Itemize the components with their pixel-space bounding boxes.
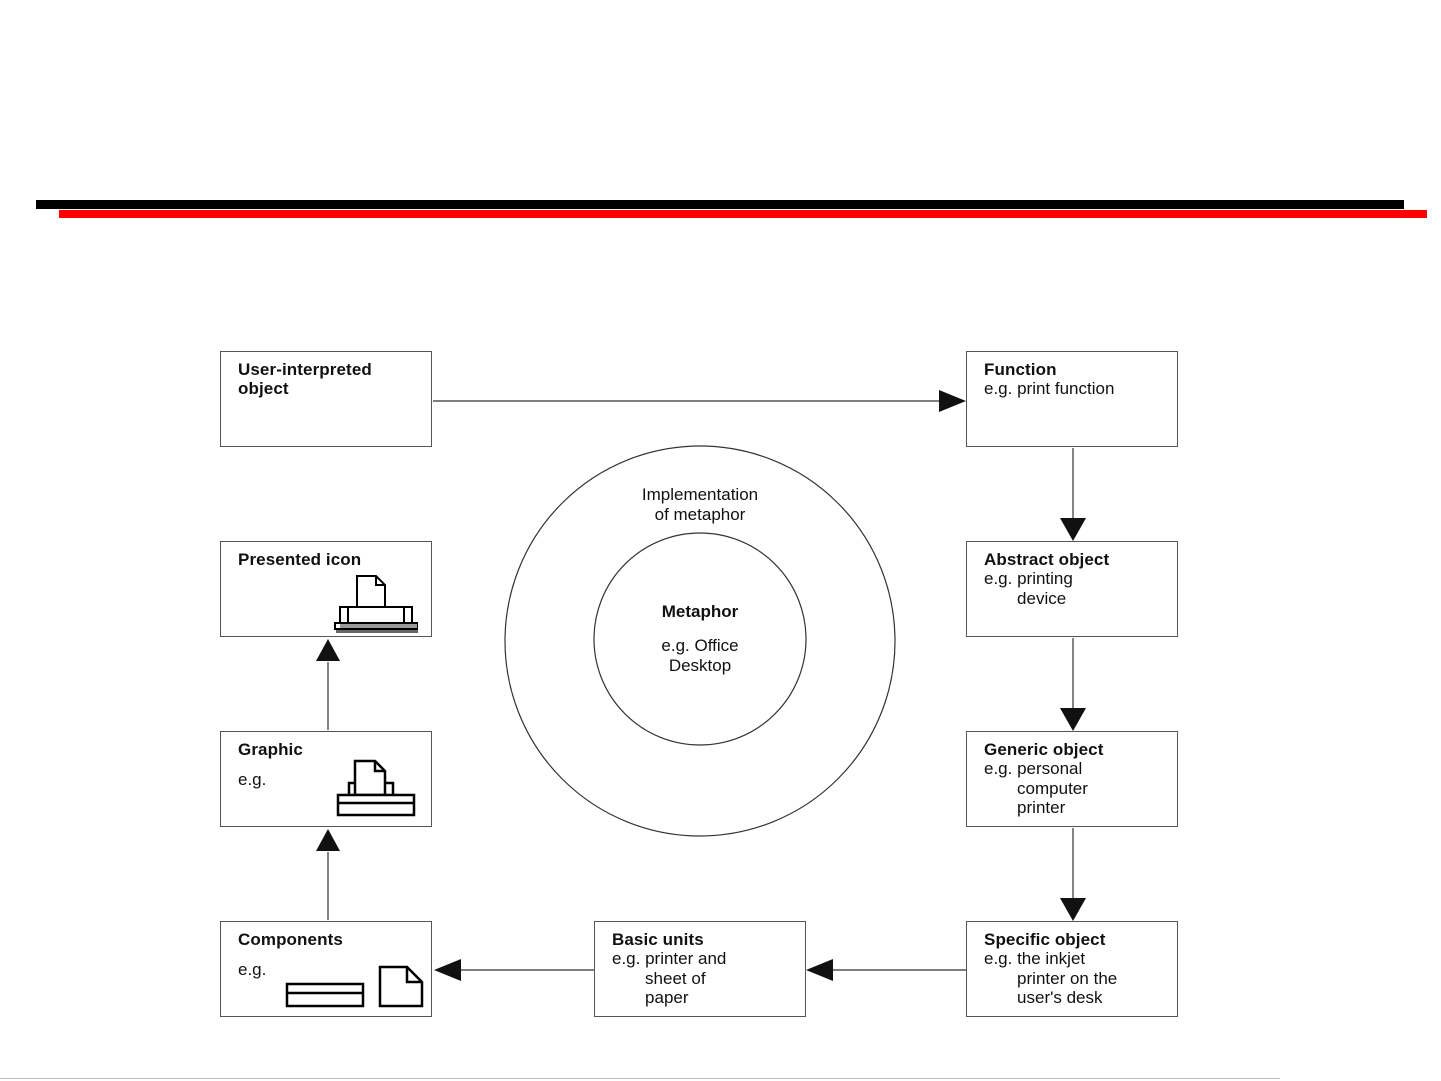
node-title: Basic units xyxy=(612,930,704,949)
metaphor-example: e.g. Office Desktop xyxy=(661,636,739,675)
arrowhead-function xyxy=(939,390,966,412)
header-rule-black xyxy=(36,200,1404,209)
arrowhead-graphic xyxy=(316,829,340,851)
outer-circle xyxy=(504,445,896,837)
outer-circle-label: Implementation of metaphor xyxy=(641,485,759,524)
header-rule-red xyxy=(59,210,1427,218)
paper-tray-icon xyxy=(285,982,365,1008)
node-title: Graphic xyxy=(238,740,303,759)
node-specific-object: Specific object e.g. the inkjet printer … xyxy=(966,921,1178,1017)
inner-circle xyxy=(593,532,807,746)
arrowhead-presented xyxy=(316,639,340,661)
node-example: e.g. xyxy=(238,770,267,789)
node-user-interpreted-object: User-interpreted object xyxy=(220,351,432,447)
arrowhead-specific xyxy=(1060,898,1086,921)
node-function: Function e.g. print function xyxy=(966,351,1178,447)
node-title: User-interpreted object xyxy=(238,360,372,398)
arrowhead-generic xyxy=(1060,708,1086,731)
arrowhead-abstract xyxy=(1060,518,1086,541)
printer-outline-icon xyxy=(336,759,416,817)
arrowhead-components xyxy=(434,959,461,981)
node-example: e.g. printing device xyxy=(984,569,1073,608)
node-basic-units: Basic units e.g. printer and sheet of pa… xyxy=(594,921,806,1017)
node-title: Abstract object xyxy=(984,550,1110,569)
node-title: Specific object xyxy=(984,930,1106,949)
node-example: e.g. the inkjet printer on the user's de… xyxy=(984,949,1118,1007)
metaphor-title: Metaphor xyxy=(661,602,739,621)
node-abstract-object: Abstract object e.g. printing device xyxy=(966,541,1178,637)
node-title: Presented icon xyxy=(238,550,362,569)
node-example: e.g. print function xyxy=(984,379,1115,398)
node-example: e.g. printer and sheet of paper xyxy=(612,949,727,1007)
paper-sheet-icon xyxy=(378,965,424,1008)
footer-rule xyxy=(0,1078,1280,1079)
node-example: e.g. personal computer printer xyxy=(984,759,1088,817)
inner-circle-label: Metaphor e.g. Office Desktop xyxy=(600,602,800,676)
node-title: Function xyxy=(984,360,1057,379)
node-example: e.g. xyxy=(238,960,267,979)
node-generic-object: Generic object e.g. personal computer pr… xyxy=(966,731,1178,827)
printer-3d-icon xyxy=(334,575,418,633)
node-title: Components xyxy=(238,930,343,949)
arrowhead-basic xyxy=(806,959,833,981)
node-title: Generic object xyxy=(984,740,1104,759)
